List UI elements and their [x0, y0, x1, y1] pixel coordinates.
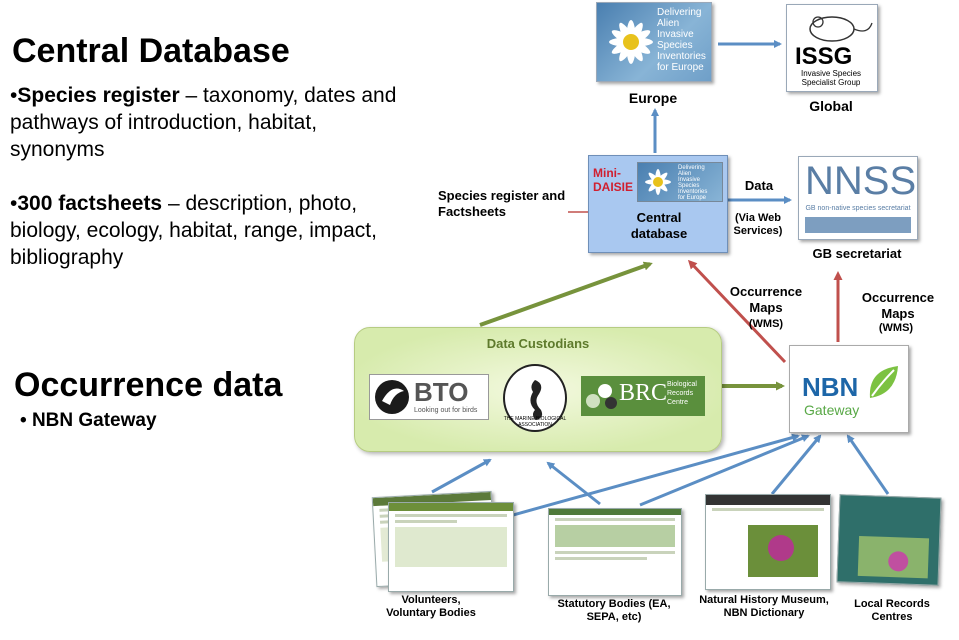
species-register-factsheets-label: Species register and Factsheets [438, 188, 566, 219]
bto-logo-sub: Looking out for birds [414, 407, 478, 414]
arrow-stat-to-custodians [546, 461, 601, 506]
bto-logo-text: BTO [414, 377, 469, 407]
gb-secretariat-label: GB secretariat [812, 246, 902, 261]
mba-logo: THE MARINE BIOLOGICAL ASSOCIATION [503, 364, 567, 432]
global-label: Global [809, 98, 853, 114]
data-label: Data [744, 178, 774, 193]
arrow-nhm-to-nbn [770, 434, 822, 495]
brc-logo-text: BRC [619, 380, 668, 406]
statutory-website-screenshot [548, 508, 682, 596]
via-web-services-label: (Via Web Services) [733, 212, 783, 237]
wms-left-label: (WMS) [748, 318, 784, 330]
arrow-custodians-to-central [479, 261, 653, 327]
volunteers-website-screenshot-2 [388, 502, 514, 592]
nbn-logo-sub: Gateway [804, 402, 860, 418]
daisy-flower-icon [609, 20, 653, 64]
arrow-stat-to-nbn [639, 434, 810, 507]
arrow-lrc-to-nbn [846, 434, 890, 495]
bird-icon [375, 380, 409, 414]
arrow-nbn-to-central [687, 259, 787, 364]
data-custodians-box: Data Custodians BTO Looking out for bird… [354, 327, 722, 452]
source-label-nhm: Natural History Museum, NBN Dictionary [699, 594, 829, 619]
central-database-title: Central Database [12, 32, 290, 70]
arrow-vol-to-nbn [494, 433, 800, 522]
occurrence-maps-left-label: Occurrence Maps [729, 284, 803, 315]
nnss-logo-sub: GB non-native species secretariat [805, 205, 911, 212]
source-label-statutory: Statutory Bodies (EA, SEPA, etc) [557, 598, 671, 623]
occurrence-data-title: Occurrence data [14, 366, 283, 404]
mini-daisie-label: Mini-DAISIE [593, 166, 634, 194]
species-register-bullet: •Species register – taxonomy, dates and … [10, 84, 397, 161]
wms-right-label: (WMS) [878, 322, 914, 334]
source-label-volunteers: Volunteers, Voluntary Bodies [386, 594, 476, 619]
nnss-logo-text: NNSS [805, 159, 917, 203]
daisy-flower-icon [645, 169, 671, 195]
rat-icon [809, 16, 873, 42]
issg-logo-text: ISSG [795, 43, 853, 70]
seahorse-icon [530, 380, 543, 420]
nnss-banner-icon [805, 217, 911, 233]
brc-logo: BRC Biological Records Centre [581, 376, 705, 416]
central-database-label: Central database [630, 210, 688, 241]
dots-icon [586, 384, 617, 409]
source-label-local-records: Local Records Centres [854, 598, 930, 623]
issg-logo-sub: Invasive Species Specialist Group [800, 69, 862, 87]
species-register-bold: Species register [17, 84, 180, 107]
nhm-website-screenshot [705, 494, 831, 590]
nbn-logo-text: NBN [802, 372, 859, 402]
nbn-gateway-text: NBN Gateway [31, 410, 157, 431]
factsheets-text: – description, photo, biology, ecology, … [10, 192, 377, 269]
species-register-text: – taxonomy, dates and pathways of introd… [10, 84, 397, 161]
brc-logo-sub: Biological Records Centre [667, 381, 697, 406]
data-custodians-title: Data Custodians [486, 336, 590, 351]
issg-logo: ISSG Invasive Species Specialist Group [786, 4, 878, 92]
local-records-website-screenshot [836, 494, 942, 586]
factsheets-bold: 300 factsheets [17, 192, 163, 215]
occurrence-maps-right-label: Occurrence Maps [861, 290, 935, 321]
europe-label: Europe [628, 90, 678, 106]
nnss-logo: NNSS GB non-native species secretariat [798, 156, 918, 240]
arrow-vol-to-custodians [431, 458, 492, 494]
mba-logo-text: THE MARINE BIOLOGICAL ASSOCIATION [503, 416, 567, 428]
nbn-gateway-bullet: • NBN Gateway [20, 410, 157, 431]
factsheets-bullet: •300 factsheets – description, photo, bi… [10, 192, 377, 269]
nbn-gateway-logo: NBN Gateway [789, 345, 909, 433]
bto-logo: BTO Looking out for birds [369, 374, 489, 420]
leaf-icon [869, 366, 898, 398]
